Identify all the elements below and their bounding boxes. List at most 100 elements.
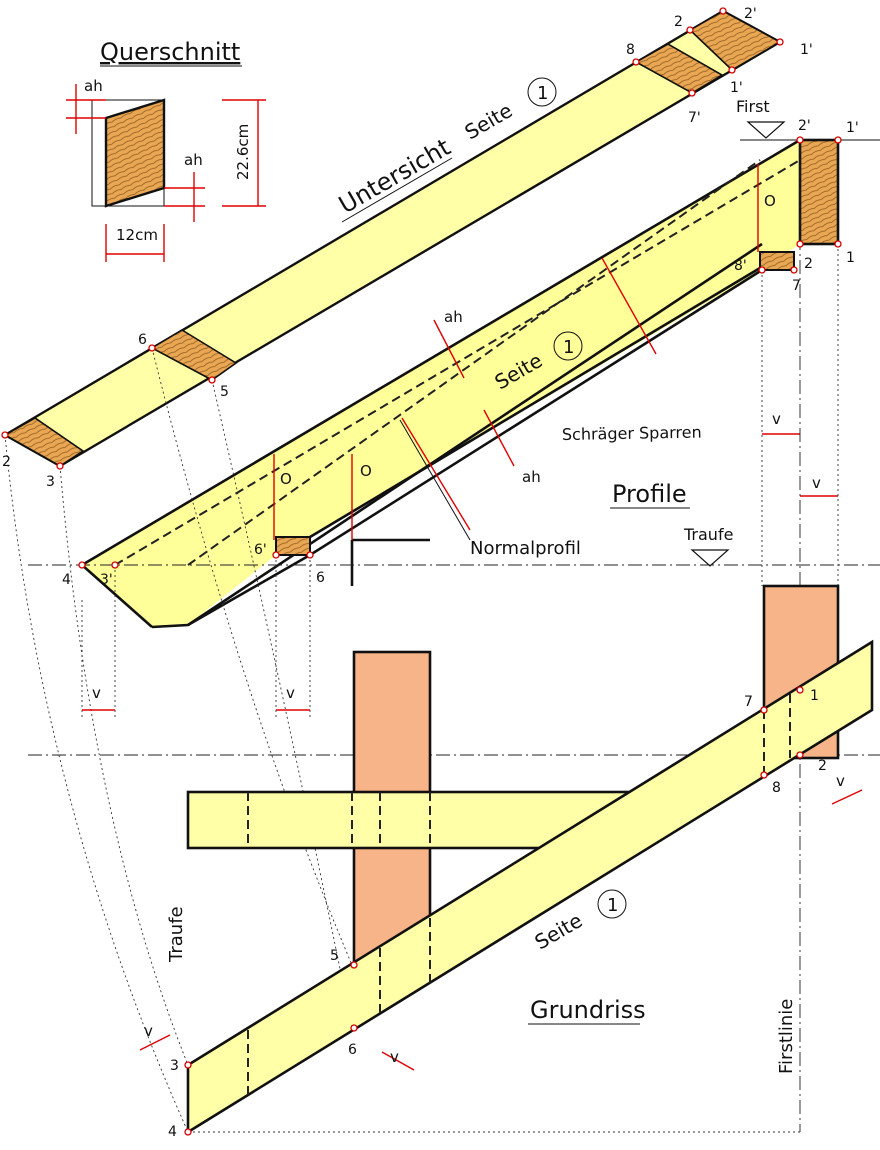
label-6-plan: 6 <box>348 1042 357 1058</box>
point-labels: 2 3 6 5 8 7' 2 2' 1' 1' 2' 1' 1 2 8' 7 4… <box>2 6 859 1140</box>
label-2-underside-top: 2 <box>674 14 683 30</box>
plan-side-num: 1 <box>607 895 618 916</box>
marker-8-underside <box>632 58 640 66</box>
label-3-plan: 3 <box>170 1058 179 1074</box>
ov-right-label: O <box>764 192 776 210</box>
plan-v-label-3: v <box>144 1022 153 1040</box>
normal-section-red <box>601 257 657 355</box>
plan-oblique-rafter <box>186 639 874 1135</box>
marker-8p-profile <box>758 266 766 274</box>
label-1p-profile: 1' <box>846 120 859 136</box>
marker-6-plan <box>350 1024 358 1032</box>
marker-1-plan <box>796 686 804 694</box>
rafter-left-end <box>81 564 153 628</box>
plan-v-dim-3 <box>139 1034 171 1051</box>
label-3-underside: 3 <box>46 474 55 490</box>
rafter-bottom-edge <box>151 268 763 629</box>
v-label-1: v <box>772 410 781 428</box>
normal-profile-label: Normalprofil <box>470 538 581 559</box>
ah-dim-lower <box>483 409 515 467</box>
plan-v-dim-5 <box>831 789 863 805</box>
profile-side-circle <box>553 331 583 361</box>
rafter-lower-line <box>309 266 761 539</box>
label-1-plan: 1 <box>810 688 819 704</box>
label-8-plan: 8 <box>772 780 781 796</box>
marker-2-plan <box>796 751 804 759</box>
label-7-plan: 7 <box>744 694 753 710</box>
plan-side-circle <box>597 889 627 919</box>
arc-2 <box>59 465 189 1066</box>
marker-4-profile <box>78 561 86 569</box>
point-markers <box>1 7 842 1136</box>
label-7-profile: 7 <box>792 278 801 294</box>
v-label-2: v <box>812 474 821 492</box>
marker-8-plan <box>760 771 768 779</box>
underside-mid-section-left <box>150 329 238 381</box>
ov-mid-label: O <box>360 462 372 480</box>
underside-end-section-left <box>3 417 85 467</box>
underside-side-circle <box>527 77 557 107</box>
marker-2-profile <box>796 240 804 248</box>
rafter-top-edge <box>81 138 801 567</box>
ah-profile-upper-label: ah <box>444 308 463 326</box>
marker-2p-underside <box>719 7 727 15</box>
label-2-plan: 2 <box>818 758 827 774</box>
plan-v-label-4: v <box>390 1048 399 1066</box>
normalprofil-red <box>401 417 471 531</box>
marker-6-underside <box>148 344 156 352</box>
rafter-mid-edge <box>187 242 763 627</box>
ov-left-label: O <box>280 470 292 488</box>
label-7p-underside: 7' <box>688 110 701 126</box>
profile-title: Profile <box>612 480 687 508</box>
label-5-underside: 5 <box>220 384 229 400</box>
marker-3-plan <box>184 1061 192 1069</box>
marker-4-plan <box>184 1128 192 1136</box>
marker-5-plan <box>350 961 358 969</box>
marker-1p-underside-b <box>728 66 736 74</box>
rafter-dashed-2 <box>187 159 761 566</box>
underside-mid-section-right <box>634 43 724 94</box>
label-1p-underside-b: 1' <box>730 80 743 96</box>
arc-1 <box>4 434 189 1133</box>
label-8-underside: 8 <box>626 42 635 58</box>
marker-7p-underside <box>688 89 696 97</box>
cross-section-figure: Querschnitt ah ah 22.6cm 12cm <box>66 38 266 262</box>
ridge-triangle-icon <box>746 121 786 139</box>
plan-v-label-1: v <box>92 684 101 702</box>
marker-6-profile <box>306 551 314 559</box>
marker-3p-profile <box>111 561 119 569</box>
ah-top-label: ah <box>84 77 103 95</box>
label-8p-profile: 8' <box>734 258 747 274</box>
ridge-line-label: Firstlinie <box>776 999 797 1074</box>
cross-section-title: Querschnitt <box>100 38 240 66</box>
label-2-profile: 2 <box>804 256 813 272</box>
oblique-rafter-label: Schräger Sparren <box>562 423 702 444</box>
label-2p-profile: 2' <box>798 118 811 134</box>
label-1-profile: 1 <box>846 250 855 266</box>
marker-7-plan <box>760 706 768 714</box>
marker-7-profile <box>790 266 798 274</box>
marker-1-profile <box>834 240 842 248</box>
marker-2-underside <box>1 431 9 439</box>
width-label: 12cm <box>116 226 158 244</box>
plan-eave-label: Traufe <box>166 906 187 963</box>
label-4-plan: 4 <box>168 1124 177 1140</box>
cross-section-shape <box>104 98 166 208</box>
label-1p-underside: 1' <box>800 42 813 58</box>
label-6-profile: 6 <box>316 570 325 586</box>
ridge-small-section <box>759 251 795 271</box>
ridge-section <box>798 138 840 246</box>
eave-label: Traufe <box>683 525 733 544</box>
label-5-plan: 5 <box>330 948 339 964</box>
marker-5-underside <box>208 376 216 384</box>
normal-profile-leader <box>399 419 471 541</box>
ah-profile-lower-label: ah <box>522 468 541 486</box>
plan-title: Grundriss <box>530 996 646 1024</box>
label-3p-profile: 3' <box>100 572 113 588</box>
eave-small-section <box>275 536 311 556</box>
rafter-dashed-1 <box>114 159 801 566</box>
label-2p-underside: 2' <box>744 6 757 22</box>
marker-1p-profile <box>834 136 842 144</box>
